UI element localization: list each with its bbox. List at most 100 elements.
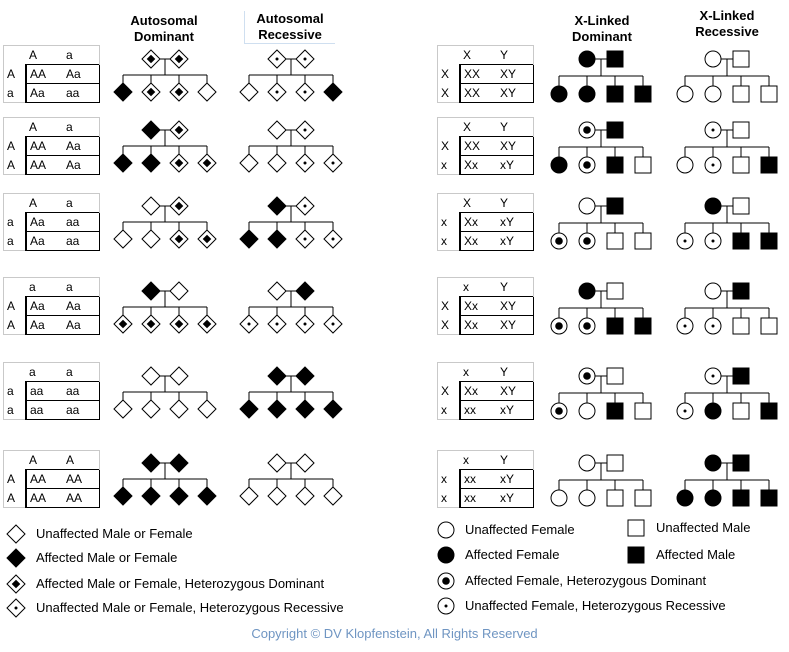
square-unaff-icon [634,232,652,250]
square-unaff-icon [606,454,624,472]
allele-header: Y [497,193,534,213]
diamond-aff-icon [267,366,287,386]
square-aff-icon [732,232,750,250]
allele-label: x [437,231,460,251]
carrier-dot-icon [331,237,335,241]
genotype-cell: Aa [63,136,100,156]
circle-aff-icon [578,282,596,300]
square-aff-icon [732,282,750,300]
genotype-cell: XY [497,64,534,84]
square-unaff-icon [634,489,652,507]
header-x-linked-recessive: X-Linked Recessive [677,8,777,40]
circle-aff-icon [550,85,568,103]
genotype-cell: XX [459,83,497,103]
square-unaff-icon [732,50,750,68]
inner-diamond-icon [202,234,212,244]
header-line: Recessive [695,24,759,39]
genotype-cell: aa [63,212,100,232]
square-unaff-icon [606,489,624,507]
carrier-dot-icon [711,163,715,167]
allele-label: A [3,155,26,175]
diamond-aff-icon [113,486,133,506]
carrier-dot-icon [303,161,307,165]
inner-diamond-icon [174,234,184,244]
square-aff-icon [606,156,624,174]
diamond-unaff-icon [267,153,287,173]
genotype-cell: XY [497,381,534,401]
inner-diamond-icon [174,201,184,211]
allele-header: A [26,450,63,470]
circle-aff-icon [704,402,722,420]
allele-label: x [437,469,460,489]
genotype-cell: xx [459,469,497,489]
genotype-cell: aa [25,400,63,420]
carrier-dot-icon [14,606,18,610]
diamond-unaff-icon [113,399,133,419]
diamond-unaff-icon [239,153,259,173]
diamond-unaff-icon [169,366,189,386]
allele-label: a [3,381,26,401]
square-aff-icon [760,489,778,507]
square-aff-icon [606,317,624,335]
allele-label: a [3,212,26,232]
inner-dot-icon [442,577,450,585]
header-line: X-Linked [574,13,630,28]
genotype-cell: xY [497,400,534,420]
legend-label: Unaffected Male or Female [36,526,193,541]
inner-diamond-icon [146,87,156,97]
carrier-dot-icon [303,237,307,241]
allele-header [3,117,26,137]
diamond-aff-icon [197,486,217,506]
genotype-cell: XX [459,64,497,84]
genotype-cell: Xx [459,315,497,335]
circle-aff-icon [550,156,568,174]
genotype-cell: aa [63,381,100,401]
carrier-dot-icon [711,374,715,378]
genotype-cell: xY [497,488,534,508]
square-unaff-icon [627,519,645,537]
diamond-unaff-icon [267,453,287,473]
circle-aff-icon [437,546,455,564]
allele-label: X [437,296,460,316]
header-line: Dominant [134,29,194,44]
inner-dot-icon [583,161,591,169]
diamond-aff-icon [267,196,287,216]
allele-header: x [460,450,497,470]
allele-label: A [3,136,26,156]
header-x-linked-dominant: X-Linked Dominant [552,13,652,45]
diamond-unaff-icon [141,229,161,249]
inner-diamond-icon [174,158,184,168]
diamond-aff-icon [239,229,259,249]
genotype-cell: aa [63,400,100,420]
diamond-aff-icon [323,82,343,102]
carrier-dot-icon [303,90,307,94]
inner-dot-icon [555,407,563,415]
allele-label: X [437,381,460,401]
genotype-cell: Aa [25,83,63,103]
square-unaff-icon [732,402,750,420]
diamond-unaff-icon [239,486,259,506]
header-line: X-Linked [699,8,755,23]
diamond-unaff-icon [295,453,315,473]
legend-label: Affected Male or Female, Heterozygous Do… [36,576,325,591]
genotype-cell: AA [63,488,100,508]
diamond-unaff-icon [141,366,161,386]
diamond-aff-icon [295,281,315,301]
allele-label: x [437,212,460,232]
diamond-unaff-icon [141,399,161,419]
circle-unaff-icon [704,282,722,300]
genotype-cell: xY [497,155,534,175]
header-autosomal-dominant: Autosomal Dominant [116,13,212,45]
genotype-cell: xx [459,400,497,420]
legend-label: Affected Female [465,547,560,562]
allele-header: a [63,117,100,137]
allele-header [437,45,460,65]
genotype-cell: Aa [63,296,100,316]
inner-diamond-icon [202,158,212,168]
diamond-unaff-icon [169,281,189,301]
allele-header: A [26,45,63,65]
inner-diamond-icon [146,319,156,329]
